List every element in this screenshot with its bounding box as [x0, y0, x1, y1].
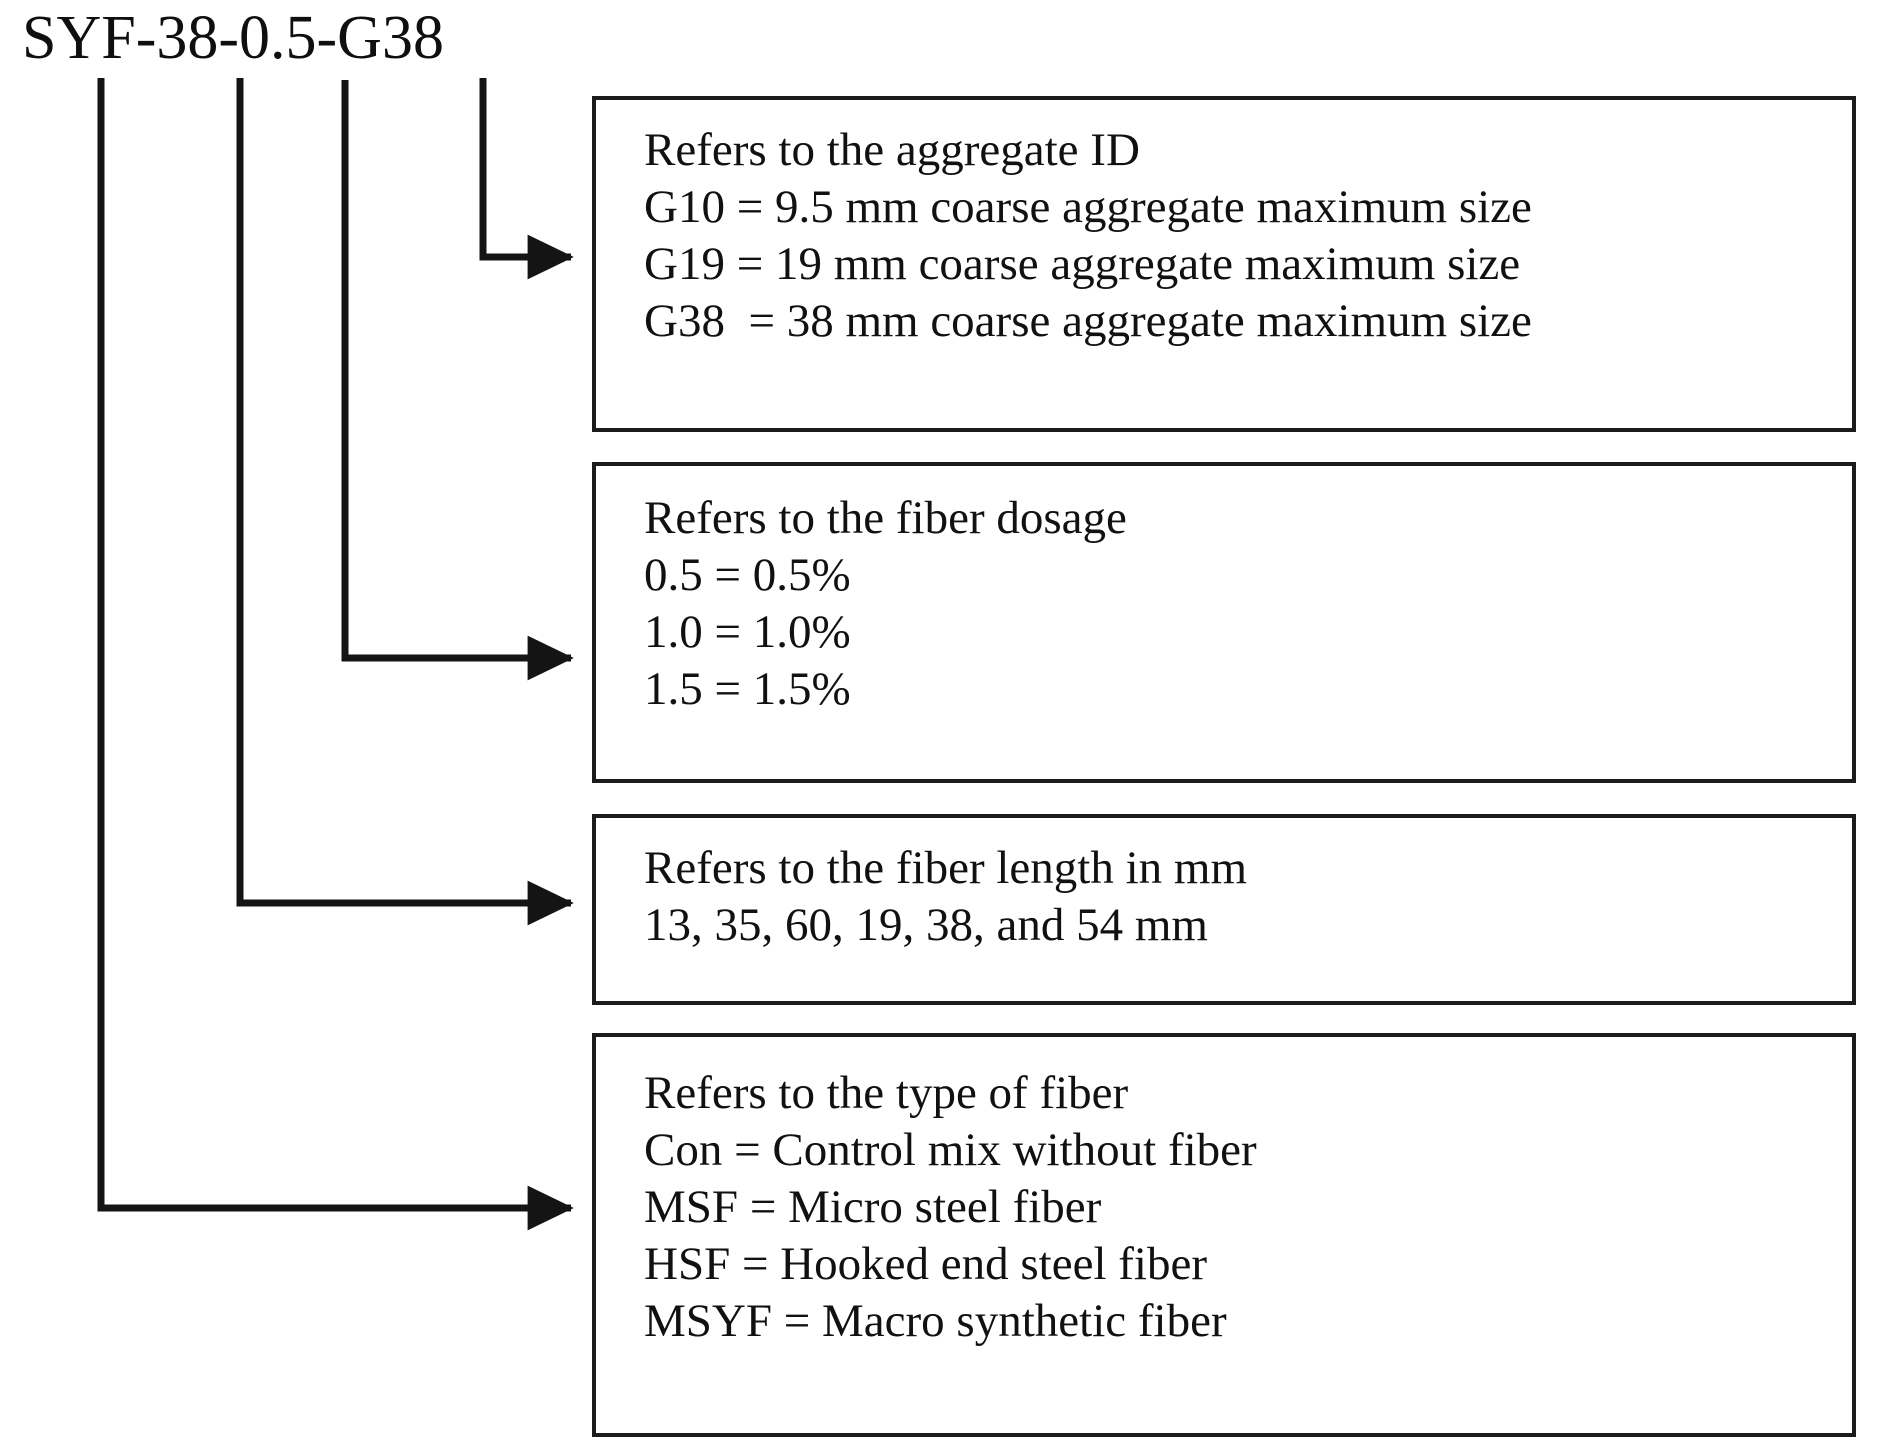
callout-box-aggregate-id: Refers to the aggregate ID G10 = 9.5 mm … — [592, 96, 1856, 432]
callout-line: MSYF = Macro synthetic fiber — [644, 1295, 1227, 1347]
callout-box-fiber-length: Refers to the fiber length in mm 13, 35,… — [592, 814, 1856, 1005]
mix-designation-label: SYF-38-0.5-G38 — [22, 4, 444, 72]
leader-line-fiber-length — [236, 78, 574, 926]
callout-line: Refers to the fiber dosage — [644, 492, 1127, 544]
callout-line: G19 = 19 mm coarse aggregate maximum siz… — [644, 238, 1521, 290]
callout-line: G10 = 9.5 mm coarse aggregate maximum si… — [644, 181, 1532, 233]
callout-text-fiber-type: Refers to the type of fiber Con = Contro… — [644, 1065, 1844, 1350]
callout-line: Refers to the type of fiber — [644, 1067, 1129, 1119]
callout-line: HSF = Hooked end steel fiber — [644, 1238, 1207, 1290]
leader-line-aggregate-id — [479, 78, 574, 280]
callout-line: 13, 35, 60, 19, 38, and 54 mm — [644, 899, 1208, 951]
callout-text-fiber-length: Refers to the fiber length in mm 13, 35,… — [644, 840, 1844, 954]
callout-text-aggregate-id: Refers to the aggregate ID G10 = 9.5 mm … — [644, 122, 1844, 350]
callout-box-fiber-dosage: Refers to the fiber dosage 0.5 = 0.5% 1.… — [592, 462, 1856, 783]
callout-line: Con = Control mix without fiber — [644, 1124, 1257, 1176]
leader-line-fiber-dosage — [341, 80, 574, 681]
callout-text-fiber-dosage: Refers to the fiber dosage 0.5 = 0.5% 1.… — [644, 490, 1844, 718]
callout-line: Refers to the fiber length in mm — [644, 842, 1248, 894]
leader-line-fiber-type — [97, 78, 574, 1231]
callout-box-fiber-type: Refers to the type of fiber Con = Contro… — [592, 1033, 1856, 1437]
callout-line: 1.5 = 1.5% — [644, 663, 851, 715]
callout-line: 0.5 = 0.5% — [644, 549, 851, 601]
callout-line: MSF = Micro steel fiber — [644, 1181, 1102, 1233]
callout-line: Refers to the aggregate ID — [644, 124, 1140, 176]
callout-line: G38 = 38 mm coarse aggregate maximum siz… — [644, 295, 1532, 347]
callout-line: 1.0 = 1.0% — [644, 606, 851, 658]
